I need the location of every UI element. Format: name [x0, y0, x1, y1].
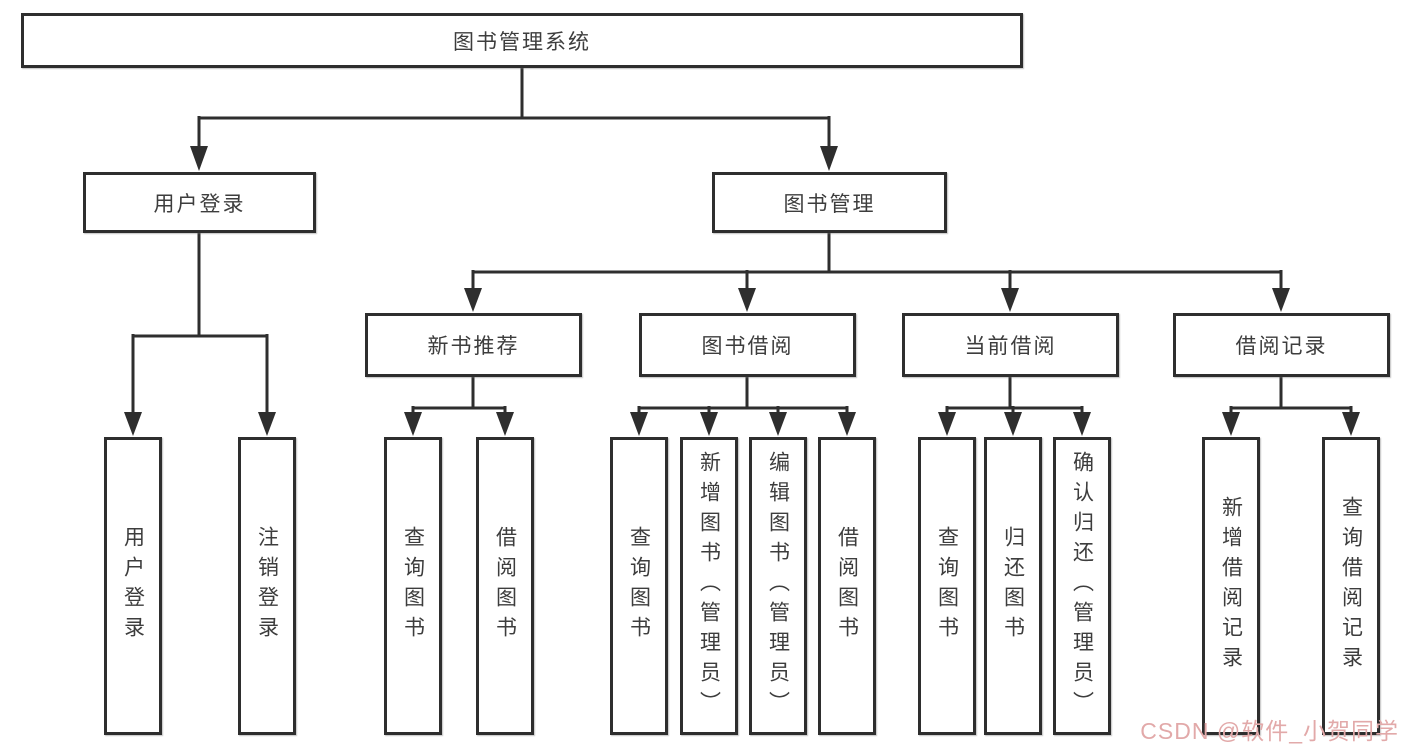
leaf-query-book-recommend: 查询图书 — [384, 437, 442, 735]
node-book-borrow: 图书借阅 — [639, 313, 856, 377]
leaf-borrow-book: 借阅图书 — [818, 437, 876, 735]
leaf-logout: 注销登录 — [238, 437, 296, 735]
node-library-management-system: 图书管理系统 — [21, 13, 1023, 68]
leaf-user-login: 用户登录 — [104, 437, 162, 735]
node-new-book-recommend: 新书推荐 — [365, 313, 582, 377]
node-borrow-records: 借阅记录 — [1173, 313, 1390, 377]
leaf-add-borrow-record: 新增借阅记录 — [1202, 437, 1260, 735]
node-book-management-branch: 图书管理 — [712, 172, 947, 233]
leaf-edit-book-admin: 编辑图书（管理员） — [749, 437, 807, 735]
arrowheads — [124, 146, 1360, 436]
csdn-watermark: CSDN @软件_小贺同学 — [1140, 718, 1399, 744]
leaf-query-borrow-record: 查询借阅记录 — [1322, 437, 1380, 735]
leaf-add-book-admin: 新增图书（管理员） — [680, 437, 738, 735]
leaf-query-book-current: 查询图书 — [918, 437, 976, 735]
leaf-borrow-book-recommend: 借阅图书 — [476, 437, 534, 735]
leaf-query-book-borrow: 查询图书 — [610, 437, 668, 735]
node-user-login-branch: 用户登录 — [83, 172, 316, 233]
leaf-return-book: 归还图书 — [984, 437, 1042, 735]
leaf-confirm-return-admin: 确认归还（管理员） — [1053, 437, 1111, 735]
node-current-borrow: 当前借阅 — [902, 313, 1119, 377]
